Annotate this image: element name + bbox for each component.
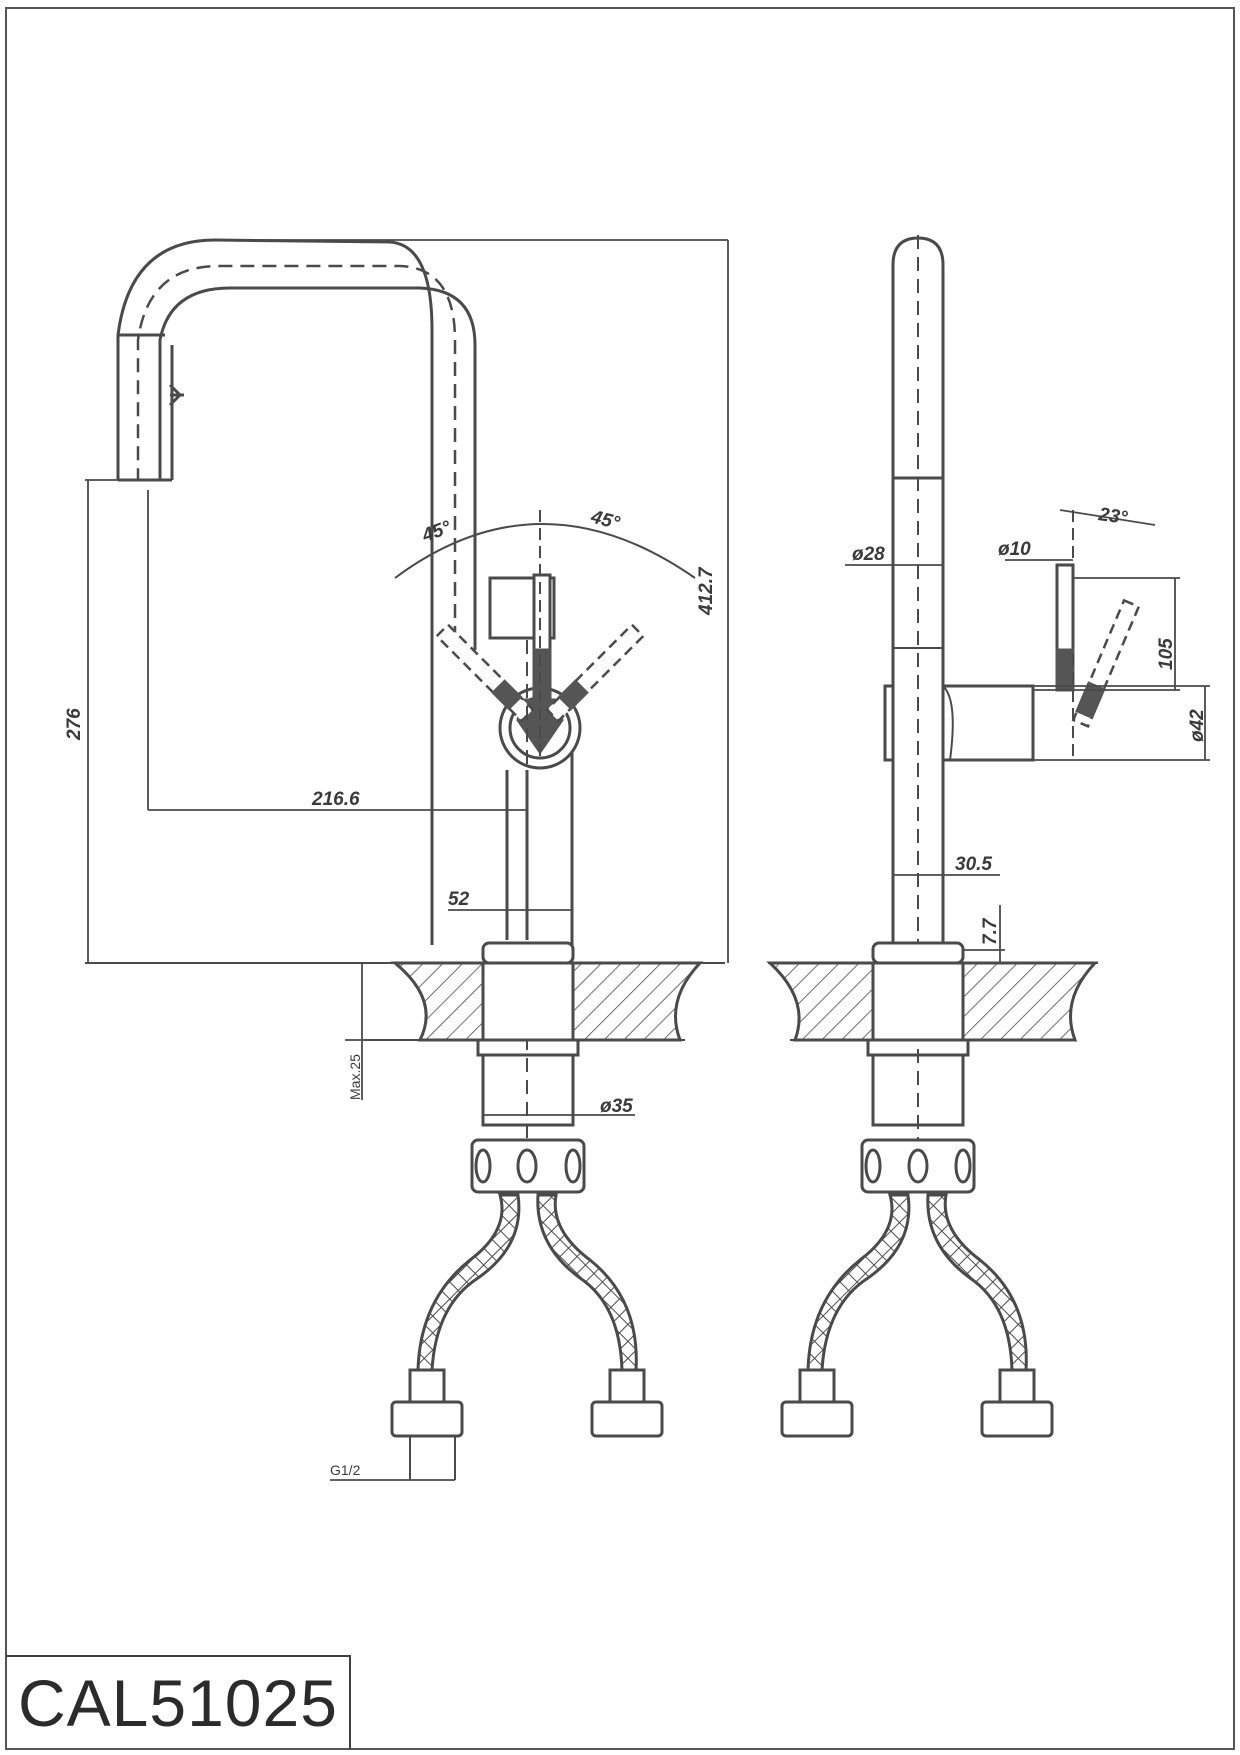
shank-body — [481, 1053, 575, 1127]
side-ferrule-left — [798, 1368, 836, 1404]
model-code: CAL51025 — [18, 1666, 338, 1740]
side-hose-left — [806, 1193, 911, 1372]
dim-base-diameter: ø35 — [600, 1096, 633, 1117]
dim-height-total: 412.7 — [696, 566, 717, 616]
handle-lever-grip — [532, 648, 552, 702]
handle-lever-left — [434, 622, 535, 723]
side-dimensions — [845, 509, 1210, 963]
hub-curve — [942, 685, 954, 761]
nut-slot-right — [564, 1148, 582, 1184]
front-view — [85, 238, 725, 1480]
hose-ferrule-left — [408, 1368, 446, 1404]
side-handle-grip — [1055, 648, 1075, 692]
hose-ferrule-right — [608, 1368, 646, 1404]
dim-handle-angle: 23° — [1096, 504, 1129, 529]
nut-slot-left — [474, 1148, 492, 1184]
side-nut-slot-left — [864, 1148, 882, 1184]
dim-spout-reach: 216.6 — [311, 789, 360, 810]
side-base-shank — [871, 961, 965, 1042]
side-hose-right — [926, 1193, 1028, 1372]
sheet-border — [5, 7, 1235, 1750]
spout-outer — [116, 238, 434, 650]
hub-back-cap — [883, 684, 895, 762]
handle-swing-arc — [394, 523, 696, 579]
base-collar — [481, 941, 575, 965]
dim-body-depth: 30.5 — [955, 854, 992, 875]
hose-left — [416, 1193, 521, 1372]
base-shank — [481, 961, 575, 1042]
dim-handle-height: 105 — [1156, 638, 1177, 670]
hose-nut-right — [590, 1400, 664, 1438]
spray-button — [168, 383, 184, 407]
hose-nut-left — [390, 1400, 464, 1438]
nut-slot-centre — [516, 1148, 538, 1184]
front-dimensions — [85, 239, 729, 1481]
side-shank-body — [871, 1053, 965, 1127]
fixing-nut — [470, 1138, 586, 1194]
side-nut-slot-right — [954, 1148, 972, 1184]
side-handle-tilted — [1071, 598, 1141, 728]
dim-handle-diameter: ø10 — [998, 539, 1031, 560]
dim-hub-diameter: ø42 — [1187, 709, 1208, 742]
side-nut-slot-centre — [907, 1148, 929, 1184]
side-handle-hub — [941, 684, 1035, 762]
side-view — [766, 235, 1141, 1438]
worktop-hatch-left — [390, 961, 485, 1042]
side-hatch-right — [961, 961, 1099, 1042]
handle-lever-right — [545, 622, 646, 723]
side-hatch-left — [766, 961, 875, 1042]
worktop-hatch-right — [571, 961, 704, 1042]
dim-max-deck: Max.25 — [347, 1054, 363, 1100]
hose-right — [536, 1193, 638, 1372]
title-block — [6, 1655, 351, 1749]
side-base-collar — [871, 941, 965, 965]
dim-angle-left: 45° — [419, 517, 454, 547]
dim-thread: G1/2 — [330, 1462, 361, 1478]
dim-spout-diameter: ø28 — [852, 544, 885, 565]
spout-inner — [158, 286, 477, 650]
side-hose-nut-left — [780, 1400, 854, 1438]
spout-centreline — [136, 264, 457, 640]
side-fixing-nut — [860, 1138, 976, 1194]
dim-base-height: 7.7 — [980, 917, 1001, 945]
dim-body-width: 52 — [448, 889, 470, 910]
side-hose-nut-right — [980, 1400, 1054, 1438]
side-ferrule-right — [998, 1368, 1036, 1404]
dim-spout-height: 276 — [64, 708, 85, 741]
